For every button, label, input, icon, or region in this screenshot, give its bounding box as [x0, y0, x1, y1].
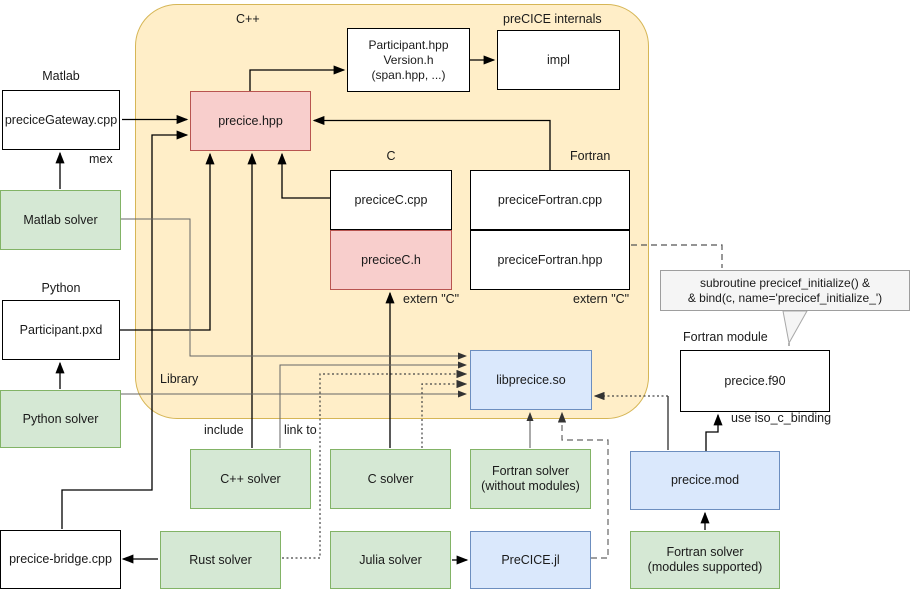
- node-matlab-solver: Matlab solver: [0, 190, 121, 250]
- python-section-label: Python: [41, 281, 81, 295]
- node-python-solver: Python solver: [0, 390, 121, 448]
- node-precice-c-cpp: preciceC.cpp: [330, 170, 452, 230]
- internals-region-label: preCICE internals: [503, 12, 602, 26]
- node-rust-solver: Rust solver: [160, 531, 281, 589]
- node-precice-gateway: preciceGateway.cpp: [2, 90, 120, 150]
- node-participant-pxd: Participant.pxd: [2, 300, 120, 360]
- node-c-solver: C solver: [330, 449, 451, 509]
- node-precice-f90: precice.f90: [680, 350, 830, 412]
- node-julia-solver: Julia solver: [330, 531, 451, 589]
- edge-precicemod-to-precicef90: [705, 413, 723, 451]
- node-impl: impl: [497, 30, 620, 90]
- node-precice-c-h: preciceC.h: [330, 230, 452, 290]
- fortran-section-label: Fortran: [570, 149, 611, 163]
- node-precice-mod: precice.mod: [630, 451, 780, 510]
- matlab-section-label: Matlab: [42, 69, 80, 83]
- c-section-label: C: [386, 149, 396, 163]
- mex-label: mex: [89, 152, 113, 166]
- node-precice-bridge: precice-bridge.cpp: [0, 530, 121, 589]
- use-iso-c-binding-label: use iso_c_binding: [731, 411, 832, 425]
- include-label: include: [204, 423, 244, 437]
- extern-c-label-fortran: extern "C": [573, 292, 630, 306]
- link-to-label: link to: [284, 423, 317, 437]
- node-precice-jl: PreCICE.jl: [470, 531, 591, 589]
- extern-c-label-c: extern "C": [403, 292, 460, 306]
- node-precice-hpp: precice.hpp: [190, 91, 311, 151]
- node-libprecice-so: libprecice.so: [470, 350, 592, 410]
- library-label: Library: [160, 372, 199, 386]
- subroutine-callout: subroutine precicef_initialize() & & bin…: [660, 270, 910, 311]
- node-fortran-solver-nomod: Fortran solver (without modules): [470, 449, 591, 509]
- callout-tail: [782, 310, 808, 345]
- node-participant-hpp: Participant.hpp Version.h (span.hpp, ...…: [347, 28, 470, 92]
- node-fortran-solver-mod: Fortran solver (modules supported): [630, 531, 780, 589]
- node-precice-fortran-cpp: preciceFortran.cpp: [470, 170, 630, 230]
- node-cpp-solver: C++ solver: [190, 449, 311, 509]
- fortran-module-label: Fortran module: [683, 330, 768, 344]
- node-precice-fortran-hpp: preciceFortran.hpp: [470, 230, 630, 290]
- cpp-region-label: C++: [236, 12, 260, 26]
